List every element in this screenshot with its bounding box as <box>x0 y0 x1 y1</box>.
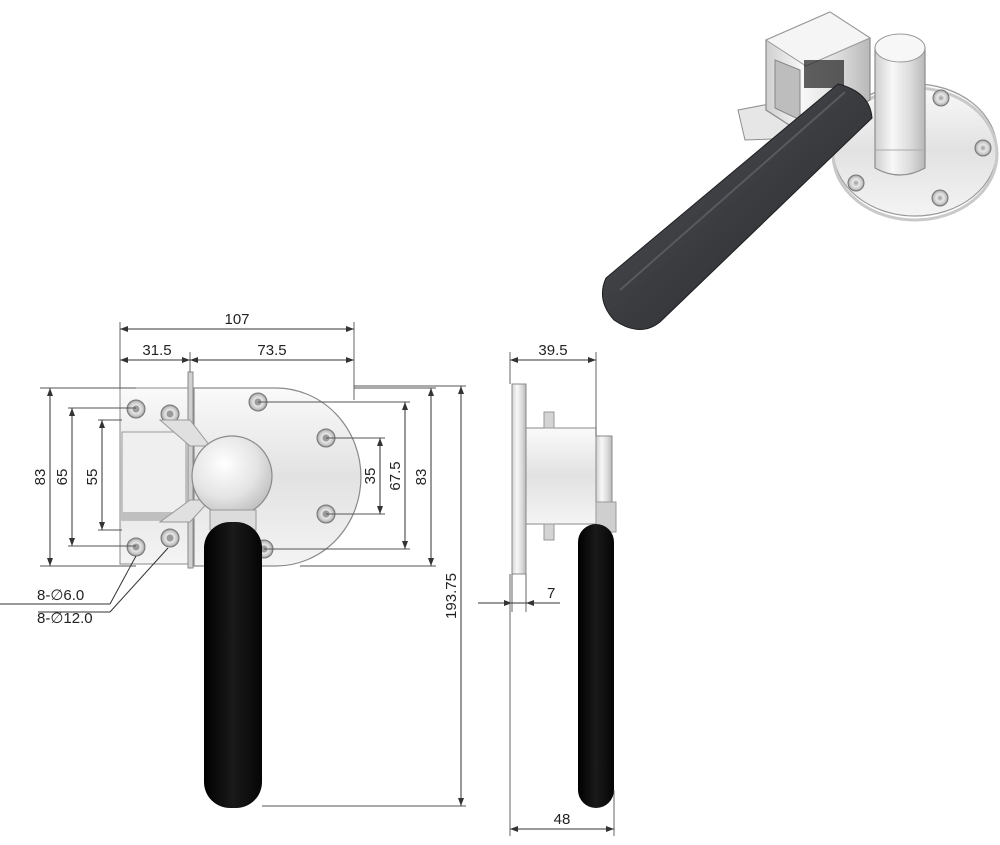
hole-callout-large: 8-∅12.0 <box>37 610 93 627</box>
dim-plate-holes-outer: 67.5 <box>387 461 404 490</box>
side-view <box>511 383 617 808</box>
dim-side-depth-top: 39.5 <box>538 342 567 359</box>
product-render <box>601 11 999 330</box>
dim-plate-holes-inner: 35 <box>362 468 379 485</box>
dim-width-total: 107 <box>224 311 249 328</box>
side-handle <box>578 524 614 808</box>
front-latch-block <box>121 431 187 521</box>
front-view <box>119 371 362 808</box>
dim-total-length: 193.75 <box>443 573 460 619</box>
dim-width-right: 73.5 <box>257 342 286 359</box>
render-cylinder <box>874 47 926 176</box>
dim-width-left: 31.5 <box>142 342 171 359</box>
front-handle <box>204 522 262 808</box>
front-knob <box>191 435 273 517</box>
dim-side-depth-bottom: 48 <box>554 811 571 828</box>
dimension-lines <box>0 322 615 836</box>
dim-side-plate-thickness: 7 <box>547 585 555 602</box>
render-handle-grip <box>601 83 873 330</box>
dim-height-hole-pitch: 65 <box>54 469 71 486</box>
side-body <box>525 427 597 525</box>
side-mount-plate <box>511 383 527 575</box>
dim-plate-height: 83 <box>413 469 430 486</box>
dim-height-body: 55 <box>84 469 101 486</box>
hole-callout-small: 8-∅6.0 <box>37 587 84 604</box>
dim-height-outer: 83 <box>32 469 49 486</box>
dimension-labels: 107 31.5 73.5 83 65 55 35 67.5 83 193.75… <box>32 311 570 828</box>
